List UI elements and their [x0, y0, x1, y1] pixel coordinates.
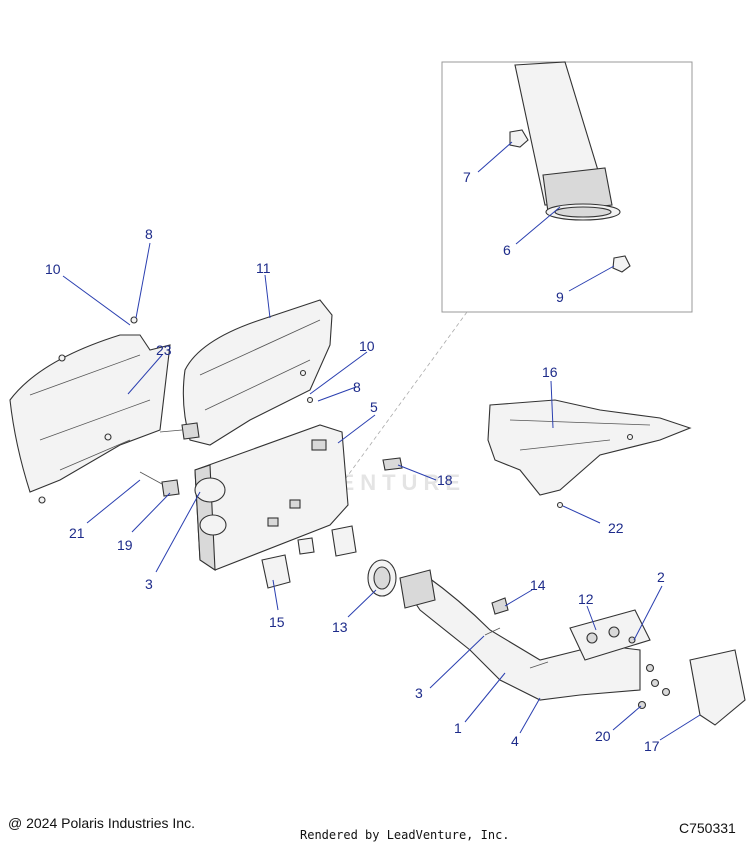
- exhaust-gasket: [367, 559, 397, 597]
- callout-10b: 10: [359, 338, 375, 354]
- rendered-by-text: Rendered by LeadVenture, Inc.: [300, 828, 510, 842]
- manifold-nuts: [628, 636, 671, 710]
- callout-21: 21: [69, 525, 85, 541]
- callout-15: 15: [269, 614, 285, 630]
- head-pipe: [399, 569, 641, 701]
- heat-shield-left: [9, 316, 171, 504]
- callout-14: 14: [530, 577, 546, 593]
- callouts: 8 10 23 11 10 8 5 18 21 19 3 15 13 14 12…: [45, 169, 665, 754]
- callout-18: 18: [437, 472, 453, 488]
- callout-10a: 10: [45, 261, 61, 277]
- callout-5: 5: [370, 399, 378, 415]
- callout-6: 6: [503, 242, 511, 258]
- diagram-code: C750331: [679, 820, 736, 836]
- callout-13: 13: [332, 619, 348, 635]
- o2-sensor: [382, 457, 403, 471]
- callout-23: 23: [156, 342, 172, 358]
- callout-8b: 8: [353, 379, 361, 395]
- heat-shield-17: [689, 649, 746, 726]
- inset-nut-9: [612, 255, 631, 273]
- callout-2: 2: [657, 569, 665, 585]
- muffler: [194, 424, 349, 572]
- callout-3a: 3: [145, 576, 153, 592]
- callout-11: 11: [256, 260, 271, 276]
- manifold-gasket: [569, 609, 651, 661]
- callout-9: 9: [556, 289, 564, 305]
- exhaust-sensor: [491, 597, 509, 615]
- rubber-isolators: [261, 525, 357, 589]
- inset-tailpipe: [514, 61, 621, 221]
- callout-16: 16: [542, 364, 558, 380]
- callout-1: 1: [454, 720, 462, 736]
- inset-pointer-line: [329, 311, 468, 501]
- callout-20: 20: [595, 728, 611, 744]
- callout-19: 19: [117, 537, 133, 553]
- leader-lines: [62, 141, 701, 741]
- springs-and-bolts: [139, 422, 200, 497]
- copyright-text: @ 2024 Polaris Industries Inc.: [8, 815, 195, 831]
- callout-12: 12: [578, 591, 594, 607]
- callout-4: 4: [511, 733, 519, 749]
- callout-7: 7: [463, 169, 471, 185]
- callout-17: 17: [644, 738, 660, 754]
- heat-shield-right: [182, 299, 333, 446]
- inset-detail-box: [441, 61, 693, 313]
- callout-22: 22: [608, 520, 624, 536]
- inset-nut-7: [509, 129, 529, 148]
- callout-3b: 3: [415, 685, 423, 701]
- heat-shield-16: [487, 399, 692, 509]
- callout-8a: 8: [145, 226, 153, 242]
